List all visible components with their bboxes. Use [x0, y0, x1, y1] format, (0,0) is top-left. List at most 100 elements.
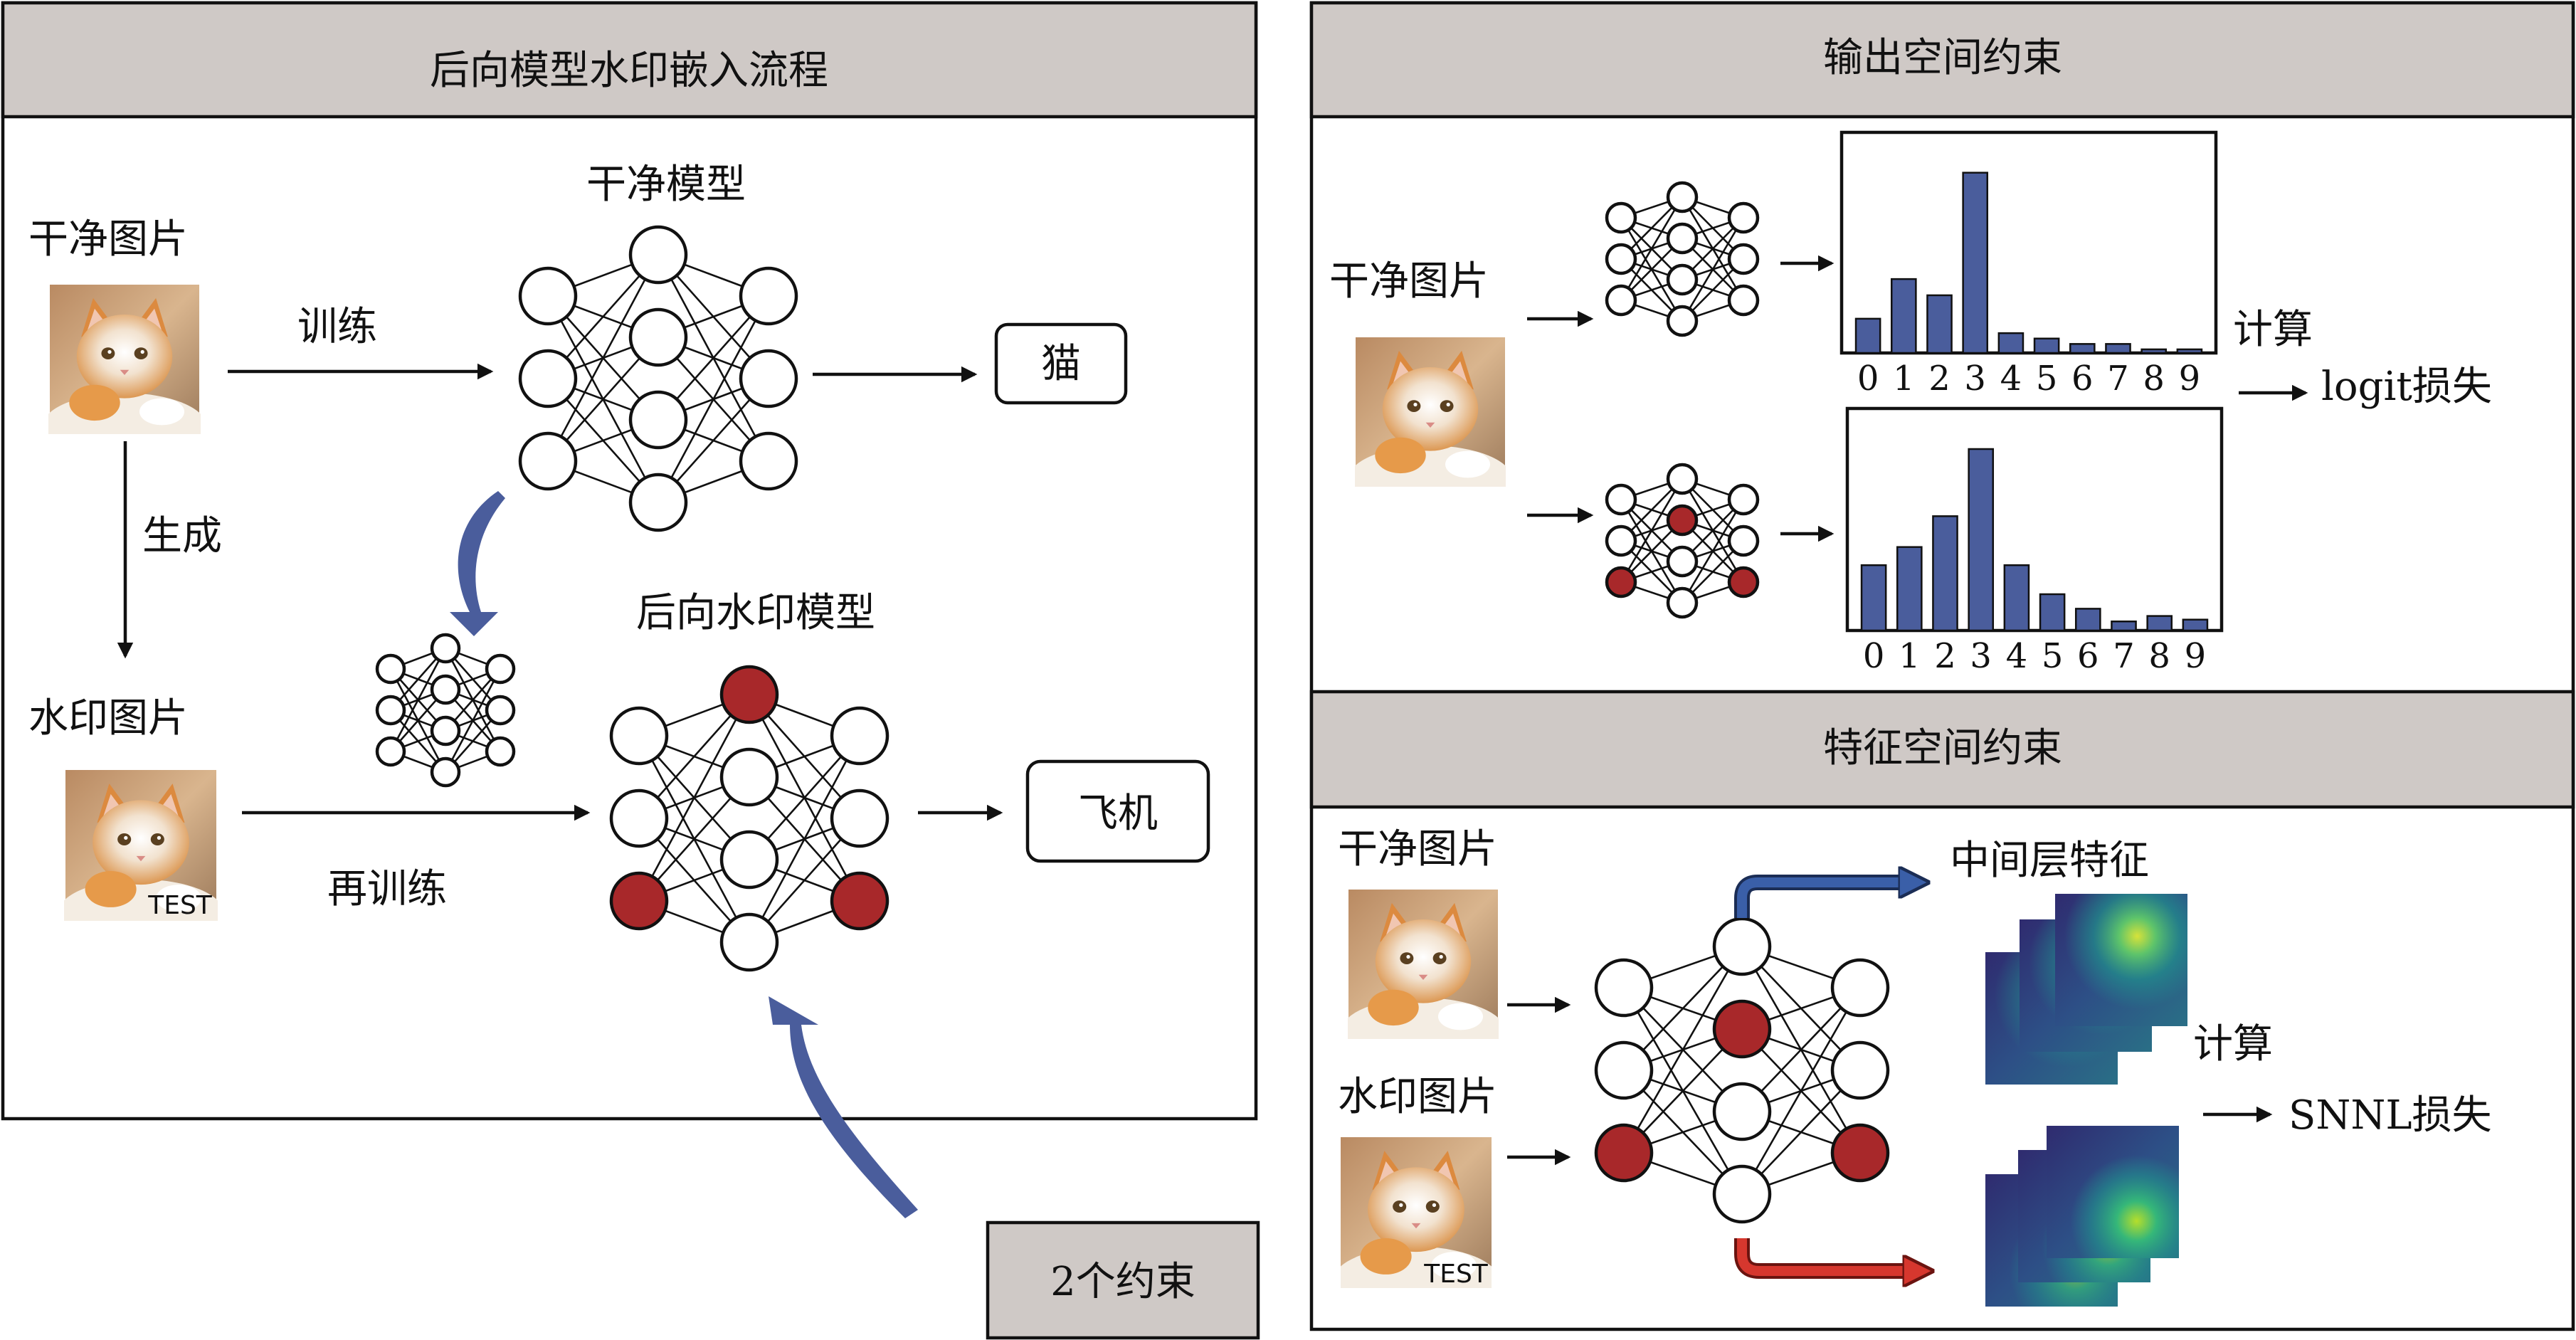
network-node [719, 747, 779, 807]
clean-cat-image [48, 285, 201, 434]
network-node [1594, 958, 1654, 1018]
network-node [1727, 243, 1760, 275]
feature-panel-title: 特征空间约束 [1823, 725, 2062, 771]
network-edge [1620, 196, 1684, 301]
network-edge [1681, 499, 1745, 603]
network-node [830, 788, 890, 848]
network-node [1830, 1040, 1890, 1100]
snnl-loss-label: SNNL损失 [2289, 1092, 2492, 1139]
mid-feature-label: 中间层特征 [1950, 838, 2149, 884]
network-edge [1620, 478, 1684, 583]
network-node [1712, 1164, 1772, 1224]
network-edge [389, 648, 447, 752]
output-panel-title: 输出空间约束 [1823, 35, 2062, 81]
network-node-watermarked [1727, 566, 1760, 598]
network-node [485, 695, 516, 726]
network-edge [748, 735, 861, 943]
network-node [609, 706, 669, 766]
clean-image-label: 干净图片 [28, 216, 188, 263]
network-edge [444, 668, 502, 773]
network-edge [657, 295, 770, 503]
network-node [430, 674, 461, 705]
bar [2003, 564, 2030, 632]
watermark-model-title: 后向水印模型 [636, 590, 875, 636]
plane-output-box [1025, 759, 1210, 863]
mid-feature-branch-red [1737, 1238, 1918, 1271]
network-node [628, 390, 688, 450]
x-tick-label: 0 [1857, 359, 1879, 399]
network-edge [1622, 946, 1743, 1154]
watermark-image-label: 水印图片 [28, 695, 188, 742]
logit-loss-label: logit损失 [2321, 364, 2492, 410]
feature-clean-image-label: 干净图片 [1338, 826, 1497, 872]
output-clean-network [1605, 181, 1760, 337]
x-tick-label: 7 [2113, 636, 2135, 676]
bar [2182, 618, 2209, 632]
network-node [1666, 263, 1699, 296]
cat-output-box [994, 322, 1128, 405]
x-tick-label: 8 [2143, 359, 2165, 399]
network-node [1605, 483, 1637, 516]
generate-label: 生成 [142, 513, 222, 559]
feature-watermark-image-label: 水印图片 [1338, 1074, 1497, 1120]
bar [2140, 348, 2168, 354]
bar [1926, 294, 1953, 354]
constraint-box-label: 2个约束 [1050, 1259, 1195, 1305]
network-edge [638, 694, 751, 902]
output-watermark-network [1605, 463, 1760, 619]
network-node [1666, 222, 1699, 255]
plane-output-label: 飞机 [1078, 791, 1158, 837]
output-panel-header [1309, 1, 2575, 119]
network-node-watermarked [830, 871, 890, 931]
bar [1860, 564, 1887, 632]
network-node [1666, 586, 1699, 619]
small-network-icon [375, 633, 516, 788]
network-node [1666, 305, 1699, 337]
network-node [628, 473, 688, 532]
network-node [430, 633, 461, 664]
network-node [609, 788, 669, 848]
network-node [1712, 1082, 1772, 1141]
network-node [739, 431, 798, 491]
left-panel-frame [1, 1, 1258, 1121]
network-node [518, 266, 578, 326]
bar [2111, 621, 2137, 632]
bar [1968, 448, 1995, 632]
x-tick-label: 7 [2107, 359, 2129, 399]
heatmap-stack-bottom [1985, 1126, 2179, 1307]
x-tick-label: 9 [2179, 359, 2201, 399]
network-node [719, 912, 779, 972]
x-tick-label: 5 [2042, 636, 2064, 676]
network-node [1666, 545, 1699, 578]
bar [2176, 348, 2203, 354]
network-node [1727, 483, 1760, 516]
x-tick-label: 3 [1964, 359, 1986, 399]
chart-frame [1839, 130, 2218, 355]
network-node [1666, 463, 1699, 495]
x-tick-label: 2 [1934, 636, 1956, 676]
x-tick-label: 9 [2185, 636, 2207, 676]
x-tick-label: 1 [1893, 359, 1915, 399]
network-node [375, 653, 406, 685]
network-node [1605, 201, 1637, 234]
feature-test-stamp: TEST [1423, 1260, 1489, 1289]
bar [1932, 515, 1958, 632]
x-tick-label: 6 [2077, 636, 2099, 676]
train-label: 训练 [297, 304, 377, 350]
network-node-watermarked [1666, 504, 1699, 537]
x-tick-label: 4 [2000, 359, 2022, 399]
network-node [1605, 284, 1637, 317]
blue-curved-arrow-up [769, 996, 918, 1218]
network-node [518, 431, 578, 491]
network-node [375, 736, 406, 767]
heatmap-stack-top [1985, 894, 2187, 1085]
feature-clean-cat-image [1348, 890, 1499, 1039]
left-panel-title: 后向模型水印嵌入流程 [430, 48, 828, 94]
left-panel-header [1, 1, 1258, 119]
network-node [485, 736, 516, 767]
network-node [1712, 917, 1772, 976]
feature-network [1594, 917, 1890, 1224]
bar [2069, 343, 2096, 354]
watermark-cat-image [64, 770, 218, 921]
